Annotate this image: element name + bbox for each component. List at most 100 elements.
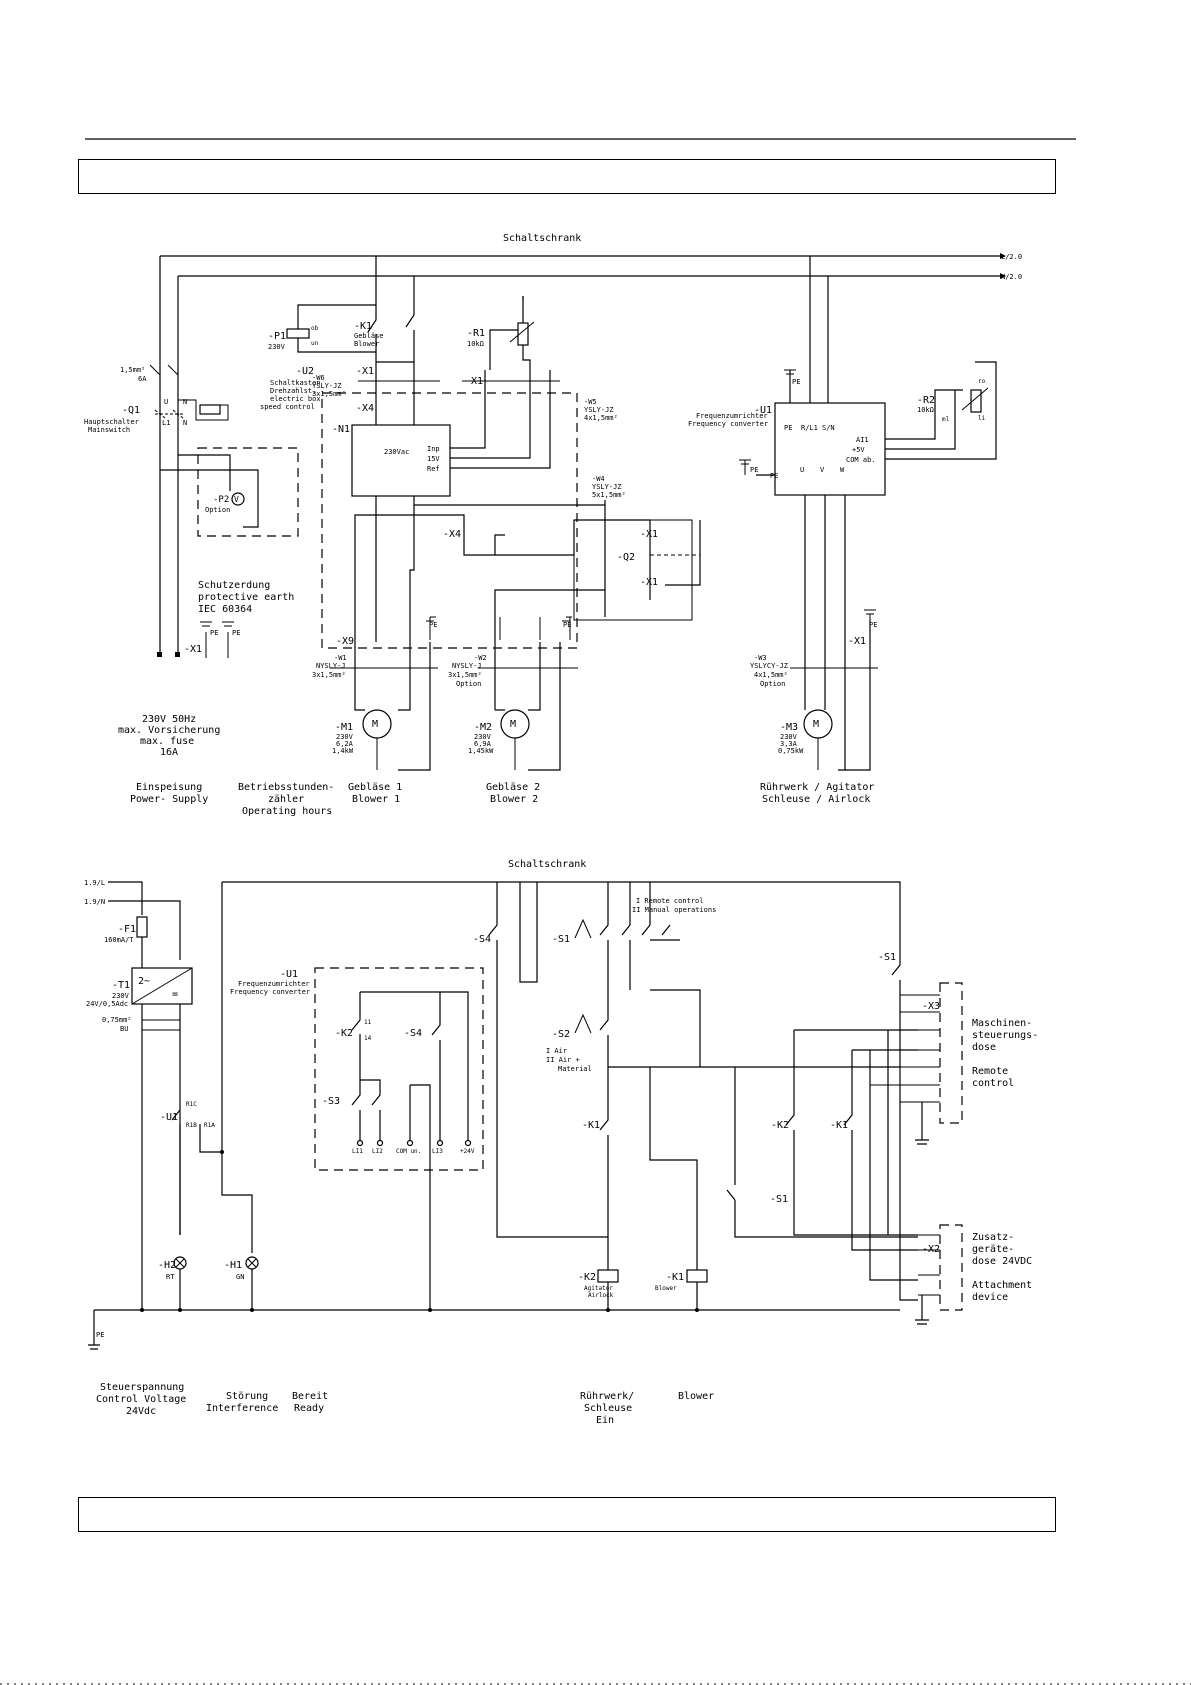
hours-label-2: zähler bbox=[268, 794, 304, 805]
w2-cable: NYSLY-J bbox=[452, 662, 482, 670]
m2-amps: 6,9A bbox=[474, 740, 492, 748]
svg-text:14: 14 bbox=[364, 1035, 372, 1042]
svg-text:U: U bbox=[800, 466, 804, 474]
q1-term-l1: L1 bbox=[162, 419, 170, 427]
k2-coil-ref: -K2 bbox=[578, 1272, 596, 1283]
earth-pe-2: PE bbox=[232, 629, 240, 637]
u1-top-en: Frequency converter bbox=[688, 420, 768, 428]
pe-w1: PE bbox=[429, 621, 437, 629]
h2-ref: -H2 bbox=[158, 1260, 176, 1271]
w5-spec: 4x1,5mm² bbox=[584, 414, 618, 422]
ctrl-label-1: Steuerspannung bbox=[100, 1382, 184, 1393]
m1-volts: 230V bbox=[336, 733, 354, 741]
w3-cable: YSLYCY-JZ bbox=[750, 662, 788, 670]
p1-volts: 230V bbox=[268, 343, 286, 351]
u2-en: electric box bbox=[270, 395, 321, 403]
x2-label-4: Attachment bbox=[972, 1280, 1032, 1291]
m3-amps: 3,3A bbox=[780, 740, 798, 748]
w6-spec: 3x1,5mm² bbox=[312, 390, 346, 398]
s4-ctrl-ref: -S4 bbox=[404, 1028, 422, 1039]
svg-text:PE: PE bbox=[96, 1331, 104, 1339]
m1-amps: 6,2A bbox=[336, 740, 354, 748]
u1-ctrl-en: Frequency converter bbox=[230, 988, 310, 996]
hour-meter-ref: -P2 bbox=[213, 495, 229, 505]
u1-top-de: Frequenzumrichter bbox=[696, 412, 768, 420]
u1-ctrl-de: Frequenzumrichter bbox=[238, 980, 310, 988]
header-box bbox=[78, 159, 1056, 194]
t1-ref: -T1 bbox=[112, 980, 130, 991]
k1-coil-ref: -K1 bbox=[666, 1272, 684, 1283]
t1-bu: BU bbox=[120, 1025, 128, 1033]
x2-label-3: dose 24VDC bbox=[972, 1256, 1032, 1267]
t1-primary: 230V bbox=[112, 992, 130, 1000]
n1-ref: -N1 bbox=[332, 424, 350, 435]
h1-color: GN bbox=[236, 1273, 244, 1281]
n1-pin-inp: Inp bbox=[427, 445, 440, 453]
power-schematic: Schaltschrank L/2.0 N/2.0 1,5mm² 6A -Q1 … bbox=[84, 233, 1022, 817]
u1-pin-com: COM un. bbox=[396, 1148, 421, 1155]
x3-ref: -X3 bbox=[922, 1001, 940, 1012]
h2-color: RT bbox=[166, 1273, 175, 1281]
w4-cable: YSLY-JZ bbox=[592, 483, 622, 491]
u1-top-ref: -U1 bbox=[754, 405, 772, 416]
agit-label-2: Schleuse bbox=[584, 1403, 632, 1414]
k1-ctrl-ref: -K1 bbox=[582, 1120, 600, 1131]
w5-ref: -W5 bbox=[584, 398, 597, 406]
m2-volts: 230V bbox=[474, 733, 492, 741]
x1-ref-q2b: -X1 bbox=[640, 577, 658, 588]
u1-top-pe: PE bbox=[792, 378, 800, 386]
m2-ref: -M2 bbox=[474, 722, 492, 733]
w6-cable: YSLY-JZ bbox=[312, 382, 342, 390]
r2-value: 10kΩ bbox=[917, 406, 934, 414]
supply-max-de: max. Vorsicherung bbox=[118, 725, 220, 736]
air-note-2: II Air + bbox=[546, 1056, 580, 1064]
svg-text:li: li bbox=[978, 415, 986, 422]
svg-text:11: 11 bbox=[364, 1019, 372, 1026]
earth-std: IEC 60364 bbox=[198, 604, 252, 615]
svg-text:ro: ro bbox=[978, 378, 986, 385]
main-switch-ref: -Q1 bbox=[122, 405, 140, 416]
w4-spec: 5x1,5mm² bbox=[592, 491, 626, 499]
r1-ref: -R1 bbox=[467, 328, 485, 339]
svg-text:PE: PE bbox=[750, 466, 758, 474]
x3-label-5: control bbox=[972, 1078, 1014, 1089]
m3-volts: 230V bbox=[780, 733, 798, 741]
supply-fuse: 6A bbox=[138, 375, 147, 383]
svg-text:V: V bbox=[820, 466, 825, 474]
x2-label-2: geräte- bbox=[972, 1244, 1014, 1255]
n1-pin-ref: Ref bbox=[427, 465, 440, 473]
agit-label-3: Ein bbox=[596, 1415, 614, 1426]
s1-right-ref: -S1 bbox=[878, 952, 896, 963]
x3-label-4: Remote bbox=[972, 1066, 1008, 1077]
footer-box bbox=[78, 1497, 1056, 1532]
output-l: L/2.0 bbox=[1001, 253, 1022, 261]
u2-de2: Drehzahlst. bbox=[270, 387, 316, 395]
w6-ref: -W6 bbox=[312, 374, 325, 382]
w5-cable: YSLY-JZ bbox=[584, 406, 614, 414]
w2-ref: -W2 bbox=[474, 654, 487, 662]
u1-relay-ref: -U1 bbox=[160, 1112, 178, 1123]
m3-kw: 0,75kW bbox=[778, 747, 804, 755]
earth-de: Schutzerdung bbox=[198, 580, 270, 591]
w2-option: Option bbox=[456, 680, 481, 688]
m1-label-2: Blower 1 bbox=[352, 794, 400, 805]
x1-ref-left: -X1 bbox=[184, 644, 202, 655]
hour-meter-option: Option bbox=[205, 506, 230, 514]
ctrl-label-2: Control Voltage bbox=[96, 1394, 186, 1405]
q1-term-u: U bbox=[164, 398, 168, 406]
u2-en2: speed control bbox=[260, 403, 315, 411]
svg-text:2~: 2~ bbox=[138, 976, 150, 987]
output-n: N/2.0 bbox=[1001, 273, 1022, 281]
svg-text:W: W bbox=[840, 466, 845, 474]
svg-text:M: M bbox=[372, 719, 378, 730]
supply-label-de: Einspeisung bbox=[136, 782, 202, 793]
s4-ref: -S4 bbox=[473, 934, 491, 945]
k1-coil-en: Blower bbox=[655, 1285, 677, 1292]
supply-wire: 1,5mm² bbox=[120, 366, 145, 374]
k2-right-ref: -K2 bbox=[771, 1120, 789, 1131]
s3-ctrl-ref: -S3 bbox=[322, 1096, 340, 1107]
x2-label-5: device bbox=[972, 1292, 1008, 1303]
m1-label-1: Gebläse 1 bbox=[348, 782, 402, 793]
ready-label-2: Ready bbox=[294, 1403, 324, 1414]
w1-spec: 3x1,5mm² bbox=[312, 671, 346, 679]
